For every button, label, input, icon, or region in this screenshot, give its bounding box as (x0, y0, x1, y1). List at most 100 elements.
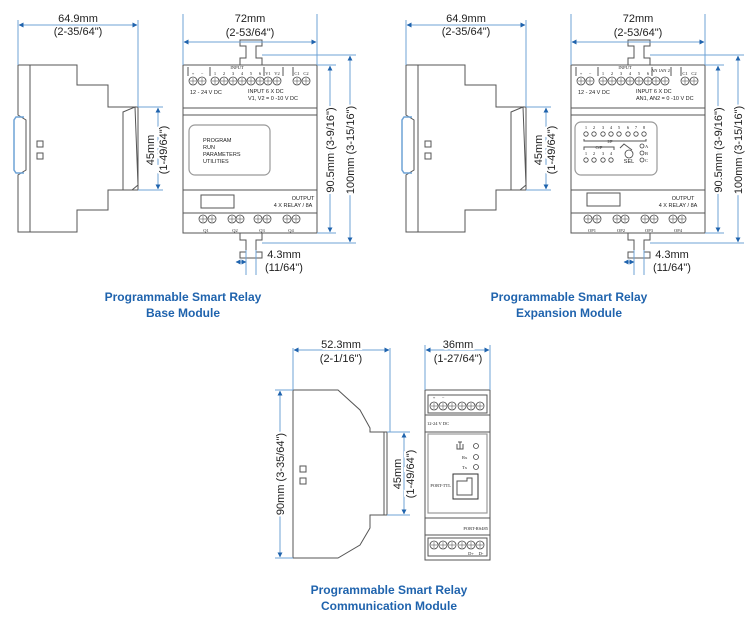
din-clip-top (627, 39, 651, 66)
input-header: INPUT (618, 65, 632, 70)
terminal-label: 6 (259, 71, 262, 76)
terminal-row (198, 214, 301, 224)
menu-item: RUN (203, 145, 215, 151)
terminal-label: 5 (638, 71, 641, 76)
screw-icon (609, 78, 615, 84)
terminal-label: C2 (691, 71, 696, 76)
led-label: 2 (593, 125, 595, 130)
terminal-label: + (192, 71, 195, 76)
clip-mm: 4.3mm (267, 249, 301, 261)
power-led (473, 443, 479, 449)
display-screen (188, 124, 271, 176)
led-output-label: O/P (595, 145, 603, 150)
terminal-label: C2 (303, 71, 308, 76)
rx-label: Rx (462, 455, 468, 460)
input-spec-line1: INPUT 6 X DC (636, 89, 672, 95)
menu-item: UTILITIES (203, 159, 229, 165)
screw-icon (431, 403, 437, 409)
input-header: INPUT (230, 65, 244, 70)
select-button[interactable] (624, 149, 634, 159)
expansion-side-view: 64.9mm (2-35/64") 45mm (1-49/64") (401, 11, 560, 233)
din-clip-bottom (239, 232, 263, 259)
height: 90mm (3-35/64") (275, 433, 287, 515)
screw-icon (459, 403, 465, 409)
output-label: Q1 (203, 228, 209, 233)
label-window (200, 194, 235, 209)
expansion-title-line1: Programmable Smart Relay (491, 290, 648, 304)
screw-icon (209, 216, 215, 222)
rail-mm: 45mm (145, 135, 157, 166)
led-input-label: I/P (607, 139, 613, 144)
led-label: 2 (593, 151, 595, 156)
status-led (600, 131, 606, 137)
total-height: 100mm (3-15/16") (345, 106, 357, 194)
screw-icon (594, 216, 600, 222)
supply-label: 12 - 24 V DC (190, 90, 222, 96)
rail-mm: 45mm (392, 459, 404, 490)
terminal-label: C1 (682, 71, 687, 76)
base-side-view: 64.9mm (2-35/64") 45mm (1-49/64") (13, 11, 172, 233)
select-label: SEL (624, 159, 634, 165)
side-width-mm: 64.9mm (58, 13, 98, 25)
side-width-mm: 52.3mm (321, 339, 361, 351)
input-spec-line2: AN1, AN2 = 0 -10 V DC (636, 96, 694, 102)
terminal-label: − (201, 71, 204, 76)
screw-icon (212, 78, 218, 84)
front-width-in: (2-53/64") (614, 27, 663, 39)
terminal-label: − (442, 395, 445, 400)
terminal-label: + (433, 395, 436, 400)
screw-icon (293, 216, 299, 222)
clip-in: (11/64") (653, 262, 691, 274)
rx-led (473, 454, 479, 460)
screw-icon (614, 216, 620, 222)
led-label: 3 (602, 151, 605, 156)
din-rail-icon (13, 116, 24, 174)
output-label: OP3 (645, 228, 654, 233)
tx-label: Tx (462, 465, 468, 470)
output-label: OP4 (674, 228, 683, 233)
port-ttl-label: PORT-TTL (430, 483, 451, 488)
terminal-row (583, 214, 687, 224)
screw-icon (221, 78, 227, 84)
output-label: OP1 (588, 228, 596, 233)
screw-icon (679, 216, 685, 222)
terminal-row (188, 76, 311, 86)
output-spec-line2: 4 X RELAY / 8A (274, 203, 313, 209)
screw-icon (578, 78, 584, 84)
din-clip-top (239, 39, 263, 66)
screw-icon (265, 78, 271, 84)
led-panel (574, 121, 658, 176)
rail-in: (1-49/64") (405, 450, 417, 499)
indicator-square (424, 140, 432, 148)
base-title-line1: Programmable Smart Relay (105, 290, 262, 304)
terminal-label: D+ (468, 551, 474, 556)
body-height: 90.5mm (3-9/16") (325, 107, 337, 192)
screw-icon (284, 216, 290, 222)
screw-icon (229, 216, 235, 222)
select-led-c (639, 157, 645, 163)
led-label: 5 (618, 125, 621, 130)
communication-side-view: 52.3mm (2-1/16") 90mm (3-35/64") 45mm (1… (273, 337, 419, 559)
screw-icon (468, 403, 474, 409)
label-window (586, 192, 621, 207)
rail-in: (1-49/64") (158, 126, 170, 175)
output-label: Q3 (259, 228, 265, 233)
menu-item: PARAMETERS (203, 152, 241, 158)
screw-icon (440, 403, 446, 409)
hand-icon (619, 143, 633, 151)
communication-title-line1: Programmable Smart Relay (311, 583, 468, 597)
indicator-square (36, 152, 44, 160)
status-led (583, 157, 589, 163)
led-label: 4 (610, 125, 613, 130)
front-width-in: (1-27/64") (434, 353, 483, 365)
led-label: 1 (585, 125, 587, 130)
screw-icon (303, 78, 309, 84)
terminal-label: − (589, 71, 592, 76)
select-option: B (645, 151, 648, 156)
communication-title-line2: Communication Module (321, 599, 457, 613)
terminal-label: 2 (611, 71, 613, 76)
led-label: 7 (635, 125, 638, 130)
base-module-drawing: 64.9mm (2-35/64") 45mm (1-49/64") INPUT … (13, 11, 359, 320)
screw-icon (237, 216, 243, 222)
status-led (608, 131, 614, 137)
